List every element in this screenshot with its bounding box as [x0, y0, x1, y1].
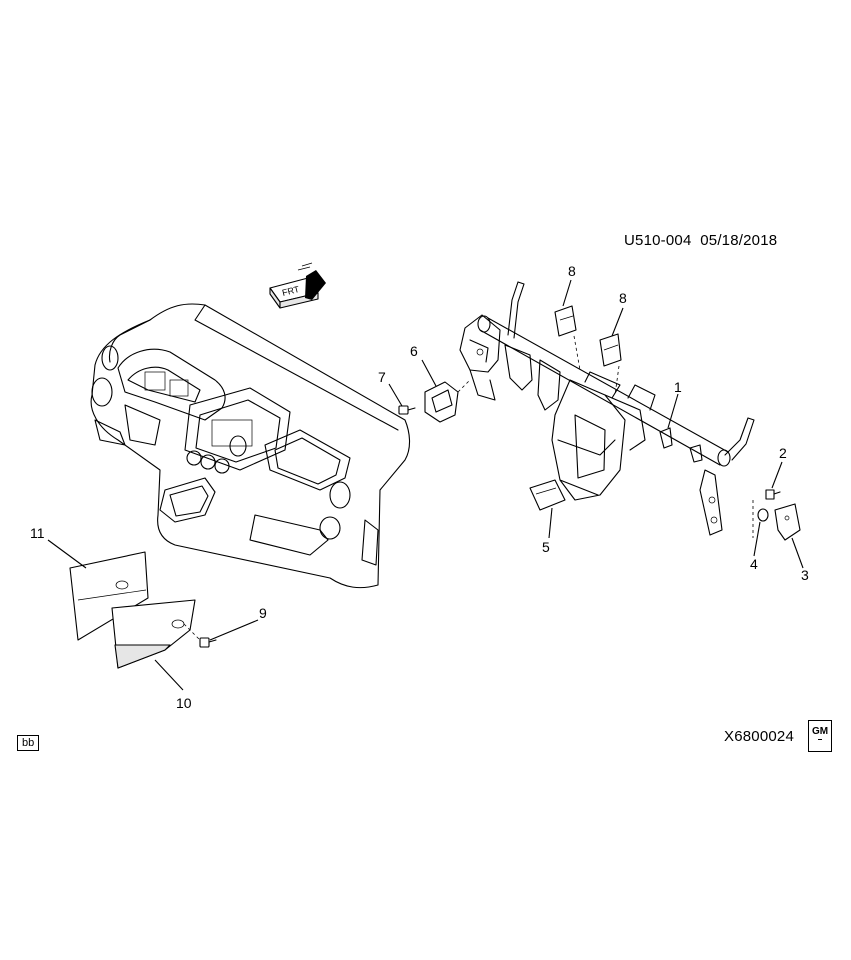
callout-2: 2	[779, 445, 787, 461]
bolt-7	[398, 405, 416, 415]
bracket-5	[529, 479, 566, 511]
screw-9	[199, 637, 217, 648]
callout-4: 4	[750, 556, 758, 572]
bolt-2	[765, 489, 781, 500]
gm-logo-underline	[817, 738, 823, 747]
diagram-code-header: U510-004 05/18/2018	[624, 232, 777, 249]
bb-box-label: bb	[17, 735, 40, 751]
callout-3: 3	[801, 567, 809, 583]
instrument-panel	[90, 303, 411, 589]
front-direction-arrow	[269, 262, 326, 309]
callout-11: 11	[30, 525, 45, 541]
callout-8-right: 8	[619, 290, 627, 306]
nut-4	[757, 508, 769, 522]
gm-logo-text: GM	[811, 725, 829, 737]
bracket-8-right	[599, 333, 622, 367]
panel-10	[111, 599, 196, 669]
callout-5: 5	[542, 539, 550, 555]
bracket-8-left	[554, 305, 577, 337]
panel-11	[69, 551, 149, 641]
illustration-number: X6800024	[724, 728, 795, 745]
diagram-code: U510-004	[624, 232, 692, 249]
bracket-3	[774, 503, 801, 541]
gm-logo: GM	[808, 720, 832, 752]
bracket-6	[424, 381, 459, 423]
leader-lines	[47, 279, 804, 691]
callout-8-left: 8	[568, 263, 576, 279]
callout-10: 10	[176, 695, 192, 711]
cross-car-beam	[459, 281, 755, 536]
callout-9: 9	[259, 605, 267, 621]
callout-6: 6	[410, 343, 418, 359]
diagram-date: 05/18/2018	[700, 232, 778, 249]
callout-1: 1	[674, 379, 682, 395]
callout-7: 7	[378, 369, 386, 385]
